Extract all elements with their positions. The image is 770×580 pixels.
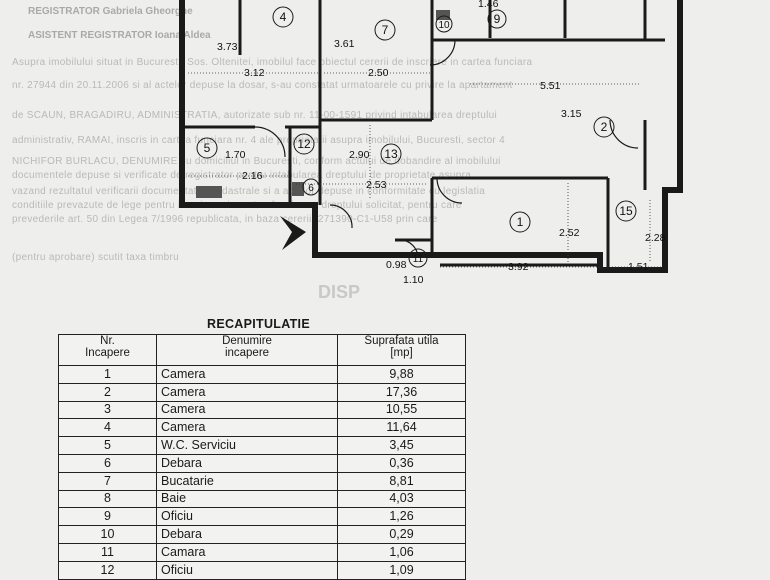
room-nr: 9	[58, 507, 157, 527]
room-nr: 4	[58, 418, 157, 438]
dimension-label: 1.51	[628, 261, 649, 273]
room-name: Bucatarie	[156, 471, 338, 491]
recap-title: RECAPITULATIE	[207, 317, 310, 331]
dimension-label: 1.70	[225, 149, 246, 161]
header-area: Suprafata utila[mp]	[337, 334, 466, 366]
dimension-label: 2.50	[368, 67, 389, 79]
dimension-label: 2.90	[349, 149, 370, 161]
room-area: 4,03	[337, 489, 466, 509]
room-area: 0,29	[337, 525, 466, 544]
room-number: 11	[413, 254, 424, 265]
room-name: Oficiu	[156, 560, 338, 580]
room-nr: 3	[58, 400, 157, 420]
room-number: 6	[308, 183, 314, 194]
room-numbers: 4 7 10 9 2 5 12 13 6 1 15 11	[204, 10, 633, 265]
room-nr: 2	[58, 382, 157, 402]
room-name: Oficiu	[156, 507, 338, 527]
room-name: Debara	[156, 453, 338, 473]
header-nr-line1: Nr.	[100, 335, 115, 347]
room-number: 2	[601, 120, 608, 134]
room-nr: 12	[58, 560, 157, 580]
room-nr: 5	[58, 436, 157, 455]
dimension-label: 0.98	[386, 259, 407, 271]
floor-plan: DISP	[179, 0, 683, 302]
room-area: 8,81	[337, 471, 466, 491]
dimension-labels: 1.46 3.73 3.61 3.12 2.50 5.51 3.15 1.70 …	[217, 0, 666, 286]
dimension-label: 3.61	[334, 38, 355, 50]
outer-walls	[179, 0, 683, 273]
room-number: 12	[297, 137, 311, 151]
room-name: Debara	[156, 525, 338, 544]
room-name: W.C. Serviciu	[156, 436, 338, 455]
interior-walls	[182, 0, 665, 270]
room-name: Camera	[156, 365, 338, 384]
dimension-label: 1.46	[478, 0, 499, 10]
room-area: 1,06	[337, 542, 466, 562]
header-nr: Nr.Incapere	[58, 334, 157, 366]
room-nr: 11	[58, 542, 157, 562]
room-name: Camera	[156, 382, 338, 402]
room-number: 5	[204, 141, 211, 155]
watermark-text: DISP	[318, 282, 360, 302]
dimension-label: 2.52	[559, 227, 580, 239]
room-number: 9	[494, 12, 501, 26]
room-nr: 8	[58, 489, 157, 509]
room-nr: 10	[58, 525, 157, 544]
room-nr: 6	[58, 453, 157, 473]
room-name: Camara	[156, 542, 338, 562]
room-name: Camera	[156, 418, 338, 438]
dimension-label: 2.53	[366, 179, 387, 191]
room-number: 10	[438, 20, 450, 31]
room-number: 13	[384, 147, 398, 161]
dimension-label: 3.92	[508, 261, 529, 273]
room-area: 17,36	[337, 382, 466, 402]
header-area-line2: [mp]	[390, 347, 413, 359]
room-number: 15	[619, 204, 633, 218]
entrance-arrow-icon	[280, 216, 306, 250]
room-area: 3,45	[337, 436, 466, 455]
room-circles	[196, 6, 637, 268]
room-area: 0,36	[337, 453, 466, 473]
header-nr-line2: Incapere	[85, 347, 130, 359]
room-area: 11,64	[337, 418, 466, 438]
room-nr: 7	[58, 471, 157, 491]
header-area-line1: Suprafata utila	[364, 335, 439, 347]
header-name-line1: Denumire	[222, 335, 272, 347]
door-swings	[254, 39, 639, 259]
room-number: 1	[517, 215, 524, 229]
header-name-line2: incapere	[224, 347, 270, 359]
room-area: 9,88	[337, 365, 466, 384]
dimension-label: 2.28	[645, 232, 666, 244]
dimension-label: 2.16	[242, 170, 263, 182]
fixtures	[196, 10, 450, 198]
room-nr: 1	[58, 365, 157, 384]
room-area: 10,55	[337, 400, 466, 420]
room-number: 4	[280, 10, 287, 24]
dimension-label: 3.15	[561, 108, 582, 120]
room-area: 1,09	[337, 560, 466, 580]
room-area: 1,26	[337, 507, 466, 527]
dimension-label: 3.12	[244, 67, 265, 79]
dimension-label: 1.10	[403, 274, 424, 286]
dimension-label: 5.51	[540, 80, 561, 92]
room-number: 7	[382, 23, 389, 37]
dimension-label: 3.73	[217, 41, 238, 53]
room-name: Camera	[156, 400, 338, 420]
room-name: Baie	[156, 489, 338, 509]
